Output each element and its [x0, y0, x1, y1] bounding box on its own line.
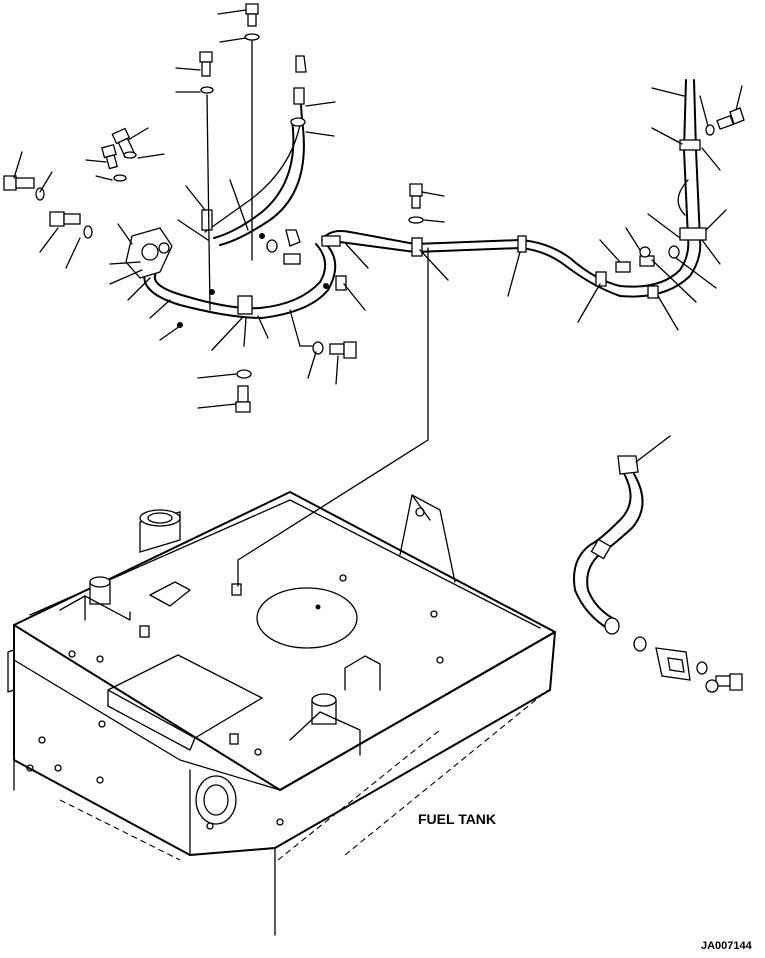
drawing-id: JA007144 — [701, 940, 752, 952]
drain-hose — [573, 455, 644, 635]
breather — [89, 576, 337, 725]
clamp — [679, 227, 707, 241]
bolts-washers — [3, 3, 745, 413]
clamp — [517, 235, 527, 253]
access-cover — [256, 587, 358, 649]
clamp — [595, 271, 607, 287]
clamp — [201, 209, 213, 231]
clamp — [237, 295, 253, 315]
tank-bosses — [26, 574, 444, 830]
clamp — [411, 237, 423, 257]
filler-neck — [139, 509, 181, 553]
clamp — [321, 235, 341, 247]
fuel-hose-assembly — [125, 39, 707, 319]
clamp — [679, 139, 701, 151]
clamp — [335, 275, 347, 291]
clamp — [647, 285, 659, 299]
elbow-fitting — [125, 227, 173, 279]
fuel-tank — [7, 491, 556, 936]
drain-valve — [633, 636, 743, 693]
fuel-tank-label: FUEL TANK — [418, 811, 497, 827]
leader-lines — [13, 9, 743, 587]
sensor-port — [195, 775, 237, 825]
